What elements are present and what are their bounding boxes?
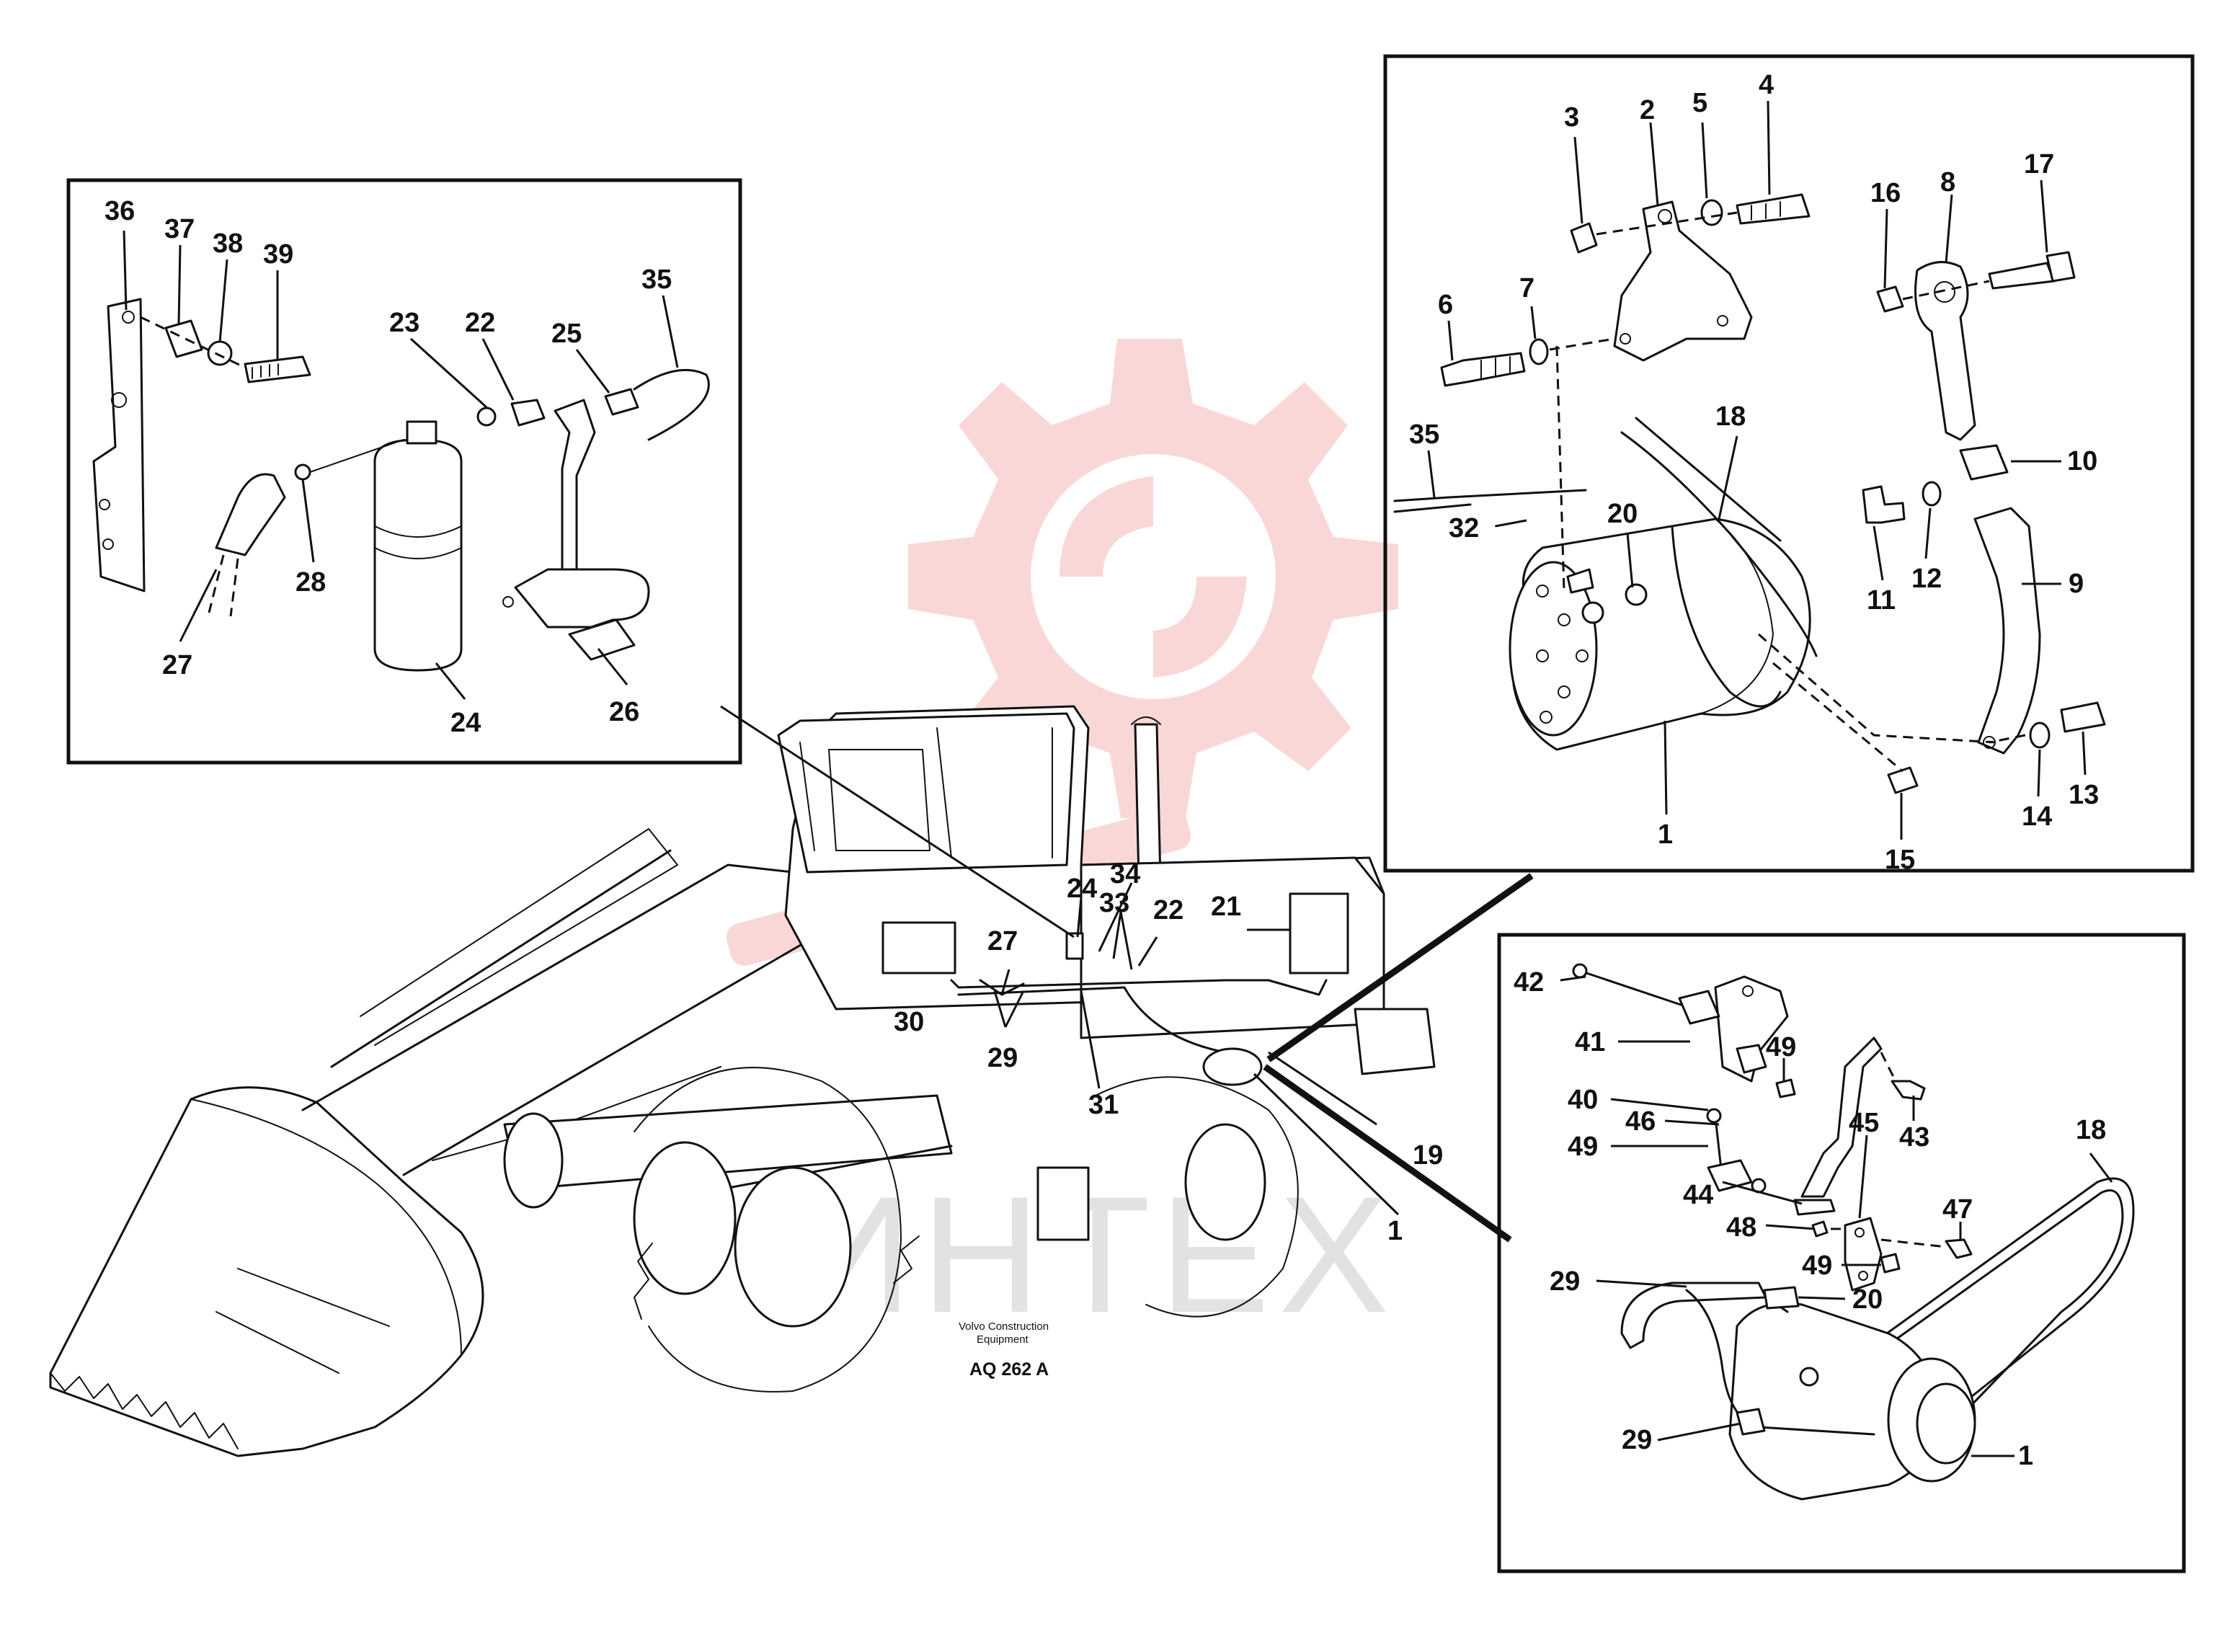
bucket <box>49 1086 484 1457</box>
callout-39: 39 <box>263 239 293 270</box>
inset-left-labels: 36 37 38 39 23 22 25 35 27 28 24 26 <box>105 196 672 738</box>
callout-5: 5 <box>1692 88 1707 118</box>
callout-16: 16 <box>1870 178 1901 208</box>
inset-left-leaders <box>123 230 679 700</box>
callout-6: 6 <box>1438 290 1453 320</box>
callout-12: 12 <box>1911 564 1942 594</box>
callout-1b: 1 <box>2018 1441 2033 1471</box>
compressor-1-main <box>1202 1047 1263 1086</box>
callout-42: 42 <box>1514 967 1544 998</box>
component-30 <box>881 921 956 974</box>
callout-35: 35 <box>1409 419 1439 450</box>
wheel-loader-drawing <box>49 705 1436 1457</box>
callout-29: 29 <box>987 1043 1018 1073</box>
inset-top-right-labels: 3 2 5 4 16 8 17 6 7 35 18 32 20 10 11 12… <box>1409 70 2099 875</box>
callout-15: 15 <box>1885 845 1915 875</box>
callout-49: 49 <box>1766 1032 1796 1062</box>
component-21 <box>1289 892 1349 974</box>
company-line-1: Volvo Construction <box>959 1320 1049 1333</box>
callout-27: 27 <box>987 926 1018 956</box>
callout-23: 23 <box>389 308 419 338</box>
callout-13: 13 <box>2069 780 2099 810</box>
callout-40: 40 <box>1568 1085 1598 1115</box>
main-labels: 24 34 33 21 22 27 30 29 31 19 1 <box>894 859 1443 1246</box>
callout-48: 48 <box>1726 1212 1756 1243</box>
callout-22: 22 <box>465 308 495 338</box>
inset-bottom-right-labels: 42 41 49 40 46 49 43 45 18 44 48 47 49 2… <box>1514 967 2106 1471</box>
inset-top-right <box>1383 54 2195 873</box>
callout-21: 21 <box>1211 892 1241 922</box>
callout-47: 47 <box>1942 1194 1973 1225</box>
inset-top-right-leaders <box>1427 100 2087 840</box>
callout-24: 24 <box>450 708 481 738</box>
callout-1: 1 <box>1658 820 1673 850</box>
callout-41: 41 <box>1575 1027 1605 1057</box>
callout-30: 30 <box>894 1007 924 1037</box>
callout-44: 44 <box>1683 1180 1713 1210</box>
callout-46: 46 <box>1625 1106 1656 1137</box>
callout-43: 43 <box>1899 1122 1929 1153</box>
callout-22: 22 <box>1153 895 1183 925</box>
callout-24: 24 <box>1067 874 1097 904</box>
callout-29: 29 <box>1550 1266 1580 1297</box>
callout-18: 18 <box>1715 401 1746 432</box>
callout-7: 7 <box>1519 273 1534 303</box>
callout-36: 36 <box>105 196 135 226</box>
callout-49c: 49 <box>1802 1251 1832 1281</box>
caption: Volvo Construction Equipment AQ 262 A <box>959 1320 1049 1380</box>
callout-18: 18 <box>2076 1115 2106 1145</box>
callout-10: 10 <box>2067 446 2097 476</box>
callout-45: 45 <box>1849 1108 1879 1138</box>
callout-25: 25 <box>551 319 582 349</box>
callout-29b: 29 <box>1622 1425 1652 1455</box>
callout-3: 3 <box>1564 102 1579 133</box>
callout-2: 2 <box>1640 95 1655 125</box>
callout-28: 28 <box>296 567 326 598</box>
callout-19: 19 <box>1413 1140 1443 1171</box>
drawing-code: AQ 262 A <box>969 1359 1049 1380</box>
callout-35: 35 <box>641 265 672 295</box>
callout-49b: 49 <box>1568 1132 1598 1162</box>
callout-8: 8 <box>1940 167 1955 197</box>
callout-38: 38 <box>213 228 243 259</box>
callout-20: 20 <box>1607 499 1638 529</box>
inset-bottom-right-leaders <box>1560 975 2113 1457</box>
callout-14: 14 <box>2022 801 2052 832</box>
inset-pointers <box>1263 873 1534 1243</box>
callout-17: 17 <box>2024 149 2054 179</box>
callout-34: 34 <box>1110 859 1140 889</box>
company-line-2: Equipment <box>977 1333 1029 1346</box>
callout-1: 1 <box>1387 1216 1403 1246</box>
callout-37: 37 <box>164 214 195 244</box>
callout-11: 11 <box>1867 585 1896 616</box>
callout-9: 9 <box>2069 569 2084 599</box>
watermark-text: ИНТЕХ <box>794 1162 1398 1347</box>
callout-20: 20 <box>1852 1284 1883 1315</box>
callout-32: 32 <box>1449 513 1479 543</box>
callout-27: 27 <box>162 650 192 680</box>
inset-left <box>66 178 742 765</box>
callout-26: 26 <box>609 697 639 727</box>
inset-bottom-right <box>1497 933 2186 1573</box>
callout-33: 33 <box>1099 888 1129 918</box>
callout-4: 4 <box>1759 70 1774 100</box>
main-leaders <box>720 705 1400 1216</box>
callout-31: 31 <box>1088 1090 1119 1120</box>
